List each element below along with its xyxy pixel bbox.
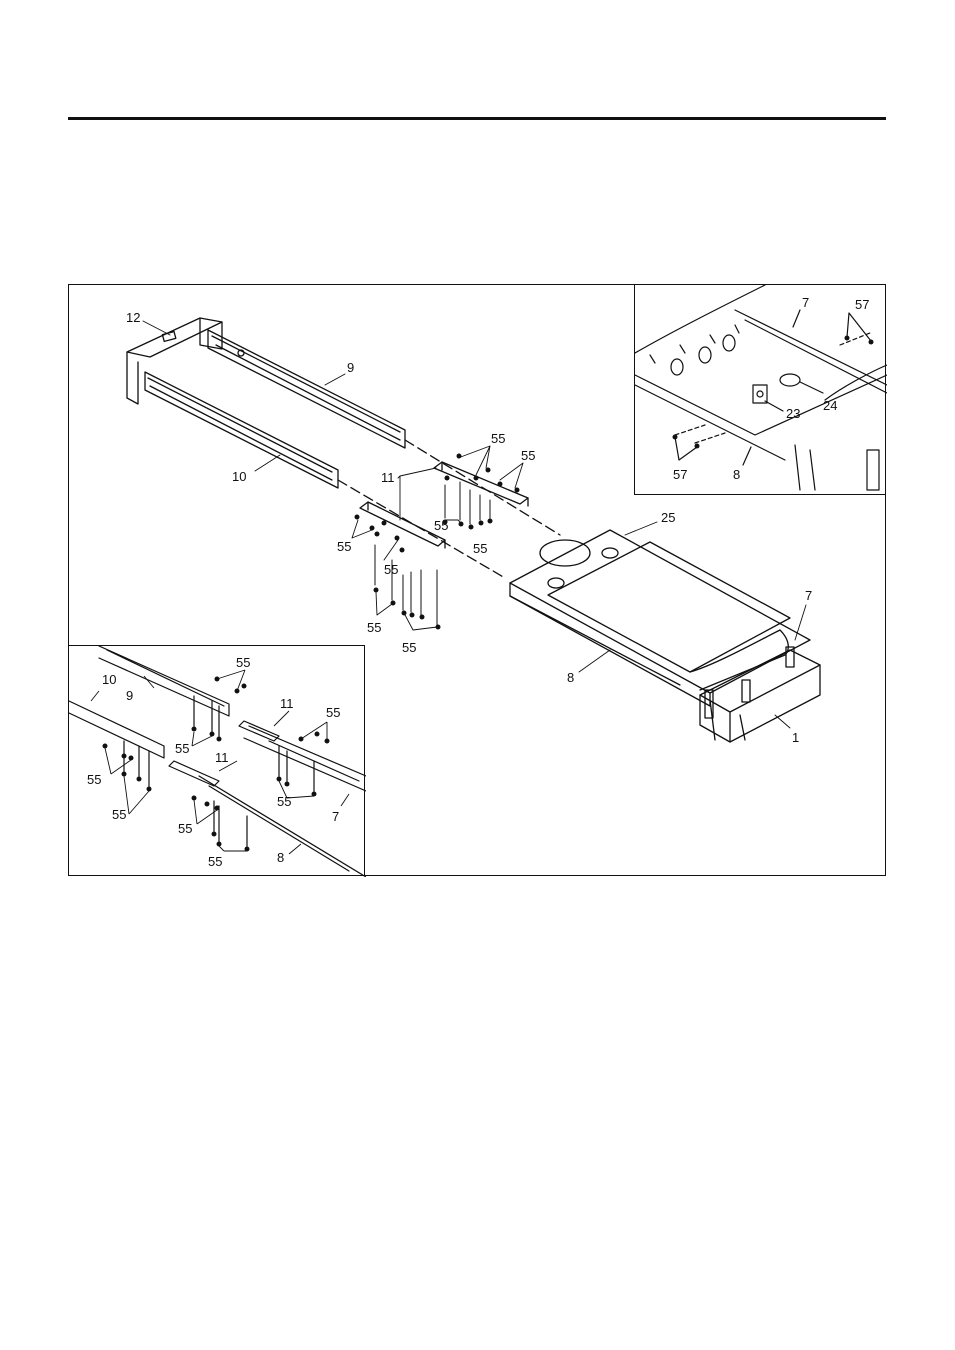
inset-callout-7: 7: [332, 809, 339, 824]
inset-callout-55-a: 55: [236, 655, 250, 670]
inset-callout-7: 7: [802, 295, 809, 310]
callout-7: 7: [805, 588, 812, 603]
inset-callout-11-a: 11: [280, 696, 294, 711]
detail-inset-top-right: 7 57 23 24 57 8: [634, 284, 886, 495]
inset-callout-8: 8: [277, 850, 284, 865]
callout-11: 11: [381, 470, 395, 485]
detail-drawing-bumper-bracket: 7 57 23 24 57 8: [635, 285, 887, 496]
inset-callout-8: 8: [733, 467, 740, 482]
inset-callout-11-b: 11: [215, 750, 229, 765]
callout-55-e: 55: [337, 539, 351, 554]
inset-callout-9: 9: [126, 688, 133, 703]
callout-55-a: 55: [491, 431, 505, 446]
callout-8: 8: [567, 670, 574, 685]
inset-callout-57-a: 57: [855, 297, 869, 312]
callout-55-d: 55: [473, 541, 487, 556]
callout-9: 9: [347, 360, 354, 375]
callout-55-f: 55: [384, 562, 398, 577]
inset-callout-55-h: 55: [208, 854, 222, 869]
callout-55-h: 55: [402, 640, 416, 655]
callout-55-b: 55: [521, 448, 535, 463]
inset-callout-55-e: 55: [277, 794, 291, 809]
inset-callout-55-c: 55: [175, 741, 189, 756]
inset-callout-23: 23: [786, 406, 800, 421]
inset-callout-57-b: 57: [673, 467, 687, 482]
inset-callout-24: 24: [823, 398, 837, 413]
inset-callout-55-g: 55: [178, 821, 192, 836]
inset-callout-55-d: 55: [87, 772, 101, 787]
callout-10: 10: [232, 469, 246, 484]
detail-inset-bottom-left: 55 10 9 11 55 55 11 55 55 7 55 55 55 8: [68, 645, 365, 876]
inset-callout-55-b: 55: [326, 705, 340, 720]
callout-12: 12: [126, 310, 140, 325]
detail-drawing-rail-brackets: 55 10 9 11 55 55 11 55 55 7 55 55 55 8: [69, 646, 366, 877]
callout-55-c: 55: [434, 518, 448, 533]
callout-1: 1: [792, 730, 799, 745]
callout-25: 25: [661, 510, 675, 525]
inset-callout-10: 10: [102, 672, 116, 687]
inset-callout-55-f: 55: [112, 807, 126, 822]
callout-55-g: 55: [367, 620, 381, 635]
